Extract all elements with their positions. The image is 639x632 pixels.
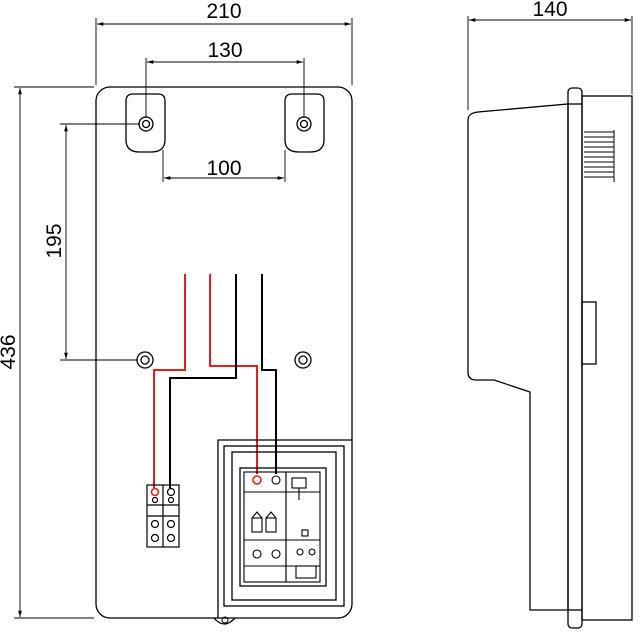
dim-label-210: 210	[206, 0, 241, 23]
dim-label-195: 195	[43, 223, 66, 258]
neutral-wire-2	[261, 274, 277, 474]
side-lid	[567, 87, 583, 629]
dim-label-100: 100	[206, 157, 241, 180]
side-housing-outline	[467, 103, 569, 611]
mount-hole-lower-right	[294, 351, 312, 369]
side-view	[467, 87, 633, 629]
mount-tab-left	[125, 93, 166, 153]
side-flange	[581, 95, 633, 621]
mount-hole-lower-left	[136, 351, 154, 369]
side-latch	[581, 301, 597, 365]
breaker-enclosure	[217, 439, 352, 618]
vent-grille	[584, 130, 615, 182]
bottom-screw	[213, 617, 236, 625]
front-housing-outline	[95, 86, 353, 619]
dim-label-436: 436	[0, 334, 20, 369]
rcbo-device	[243, 471, 321, 583]
live-wire-2	[209, 274, 258, 474]
front-view	[95, 86, 353, 625]
dimension-lines	[14, 16, 633, 619]
wiring	[153, 274, 277, 488]
terminal-block	[146, 484, 180, 548]
dim-label-130: 130	[207, 39, 242, 62]
live-wire-1	[153, 274, 186, 488]
dim-label-140: 140	[532, 0, 567, 21]
mount-tab-right	[284, 93, 325, 153]
neutral-wire-1	[169, 274, 237, 488]
